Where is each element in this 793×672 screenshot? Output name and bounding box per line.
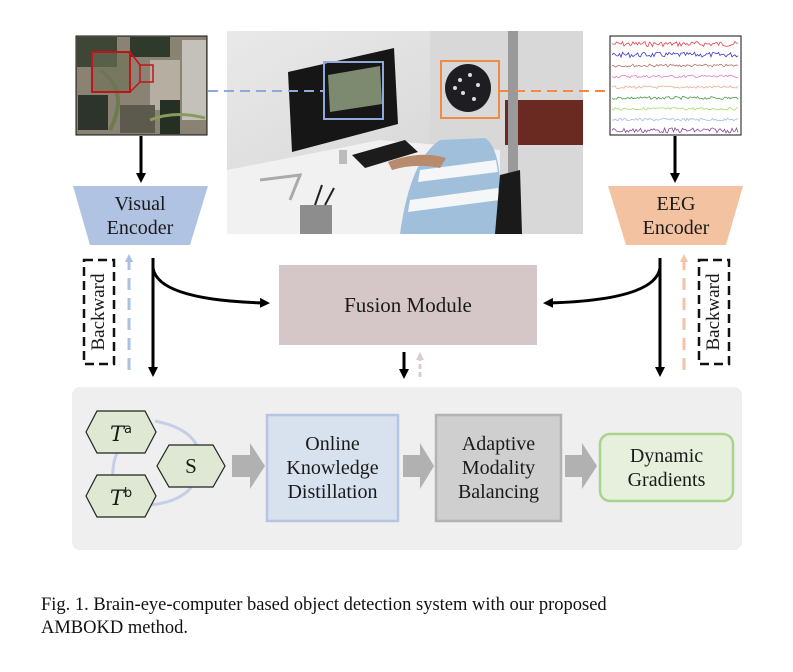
eeg-encoder-line2: Encoder — [642, 217, 710, 239]
dynamic-gradients-line1: Dynamic — [629, 444, 704, 467]
eeg-trace-8 — [611, 117, 739, 122]
flow-arrow-2 — [403, 443, 434, 489]
caption-line2: AMBOKD method. — [41, 618, 188, 638]
caption-line1: Fig. 1. Brain-eye-computer based object … — [41, 595, 607, 615]
lab-photo — [227, 31, 583, 234]
adaptive-mb-line1: Adaptive — [461, 433, 536, 455]
teacher-b-label: Tb — [86, 475, 156, 517]
dynamic-gradients-line2: Gradients — [627, 468, 706, 491]
eeg-trace-6 — [611, 96, 739, 101]
flow-arrow-1 — [232, 443, 265, 489]
visual-encoder-line2: Encoder — [106, 217, 174, 239]
visual-encoder — [73, 186, 208, 245]
adaptive-mb-box — [434, 413, 563, 523]
dynamic-gradients-box — [598, 432, 735, 503]
fusion-module — [279, 265, 537, 345]
teacher-a-hexagon — [85, 410, 157, 454]
eeg-trace-9 — [611, 126, 739, 134]
flow-arrow-3 — [565, 443, 597, 489]
backward-label-left: Backward — [88, 273, 109, 351]
eeg-trace-7 — [611, 106, 739, 111]
visual-to-fusion-arrow — [151, 267, 270, 308]
teacher-b-sup: b — [123, 486, 133, 501]
teacher-b-base: T — [109, 486, 124, 510]
teacher-a-label: Ta — [86, 411, 156, 453]
teacher-a-sup: a — [124, 422, 132, 437]
adaptive-mb-line2: Modality — [461, 457, 536, 479]
online-kd-line3: Distillation — [287, 481, 378, 503]
eeg-encoder-line1: EEG — [656, 193, 696, 215]
teacher-a-base: T — [110, 422, 125, 446]
eeg-encoder — [608, 186, 743, 245]
eeg-highlight-box — [440, 60, 500, 119]
fusion-module-label: Fusion Module — [344, 293, 472, 317]
backward-box-right — [697, 258, 731, 366]
online-kd-line2: Knowledge — [286, 457, 379, 479]
zoomed-region-box — [91, 51, 131, 93]
eeg-signal-image — [609, 35, 742, 136]
eeg-to-fusion-arrow — [543, 267, 662, 308]
online-kd-box — [265, 413, 400, 523]
eeg-trace-4 — [611, 74, 739, 79]
teacher-b-hexagon — [85, 474, 157, 518]
diagram — [72, 31, 743, 550]
figure-caption: Fig. 1. Brain-eye-computer based object … — [41, 594, 789, 640]
adaptive-mb-line3: Balancing — [457, 481, 540, 503]
student-hexagon — [156, 444, 226, 488]
online-kd-line1: Online — [305, 433, 360, 455]
student-label: S — [185, 454, 197, 478]
eeg-trace-2 — [611, 51, 739, 59]
eeg-trace-3 — [611, 63, 739, 68]
backward-box-left — [82, 258, 116, 366]
aerial-image — [75, 35, 208, 136]
backward-label-right: Backward — [703, 273, 724, 351]
target-region-box — [139, 64, 154, 83]
eeg-trace-1 — [612, 40, 739, 48]
eeg-trace-5 — [611, 85, 739, 90]
visual-encoder-line1: Visual — [114, 193, 166, 215]
